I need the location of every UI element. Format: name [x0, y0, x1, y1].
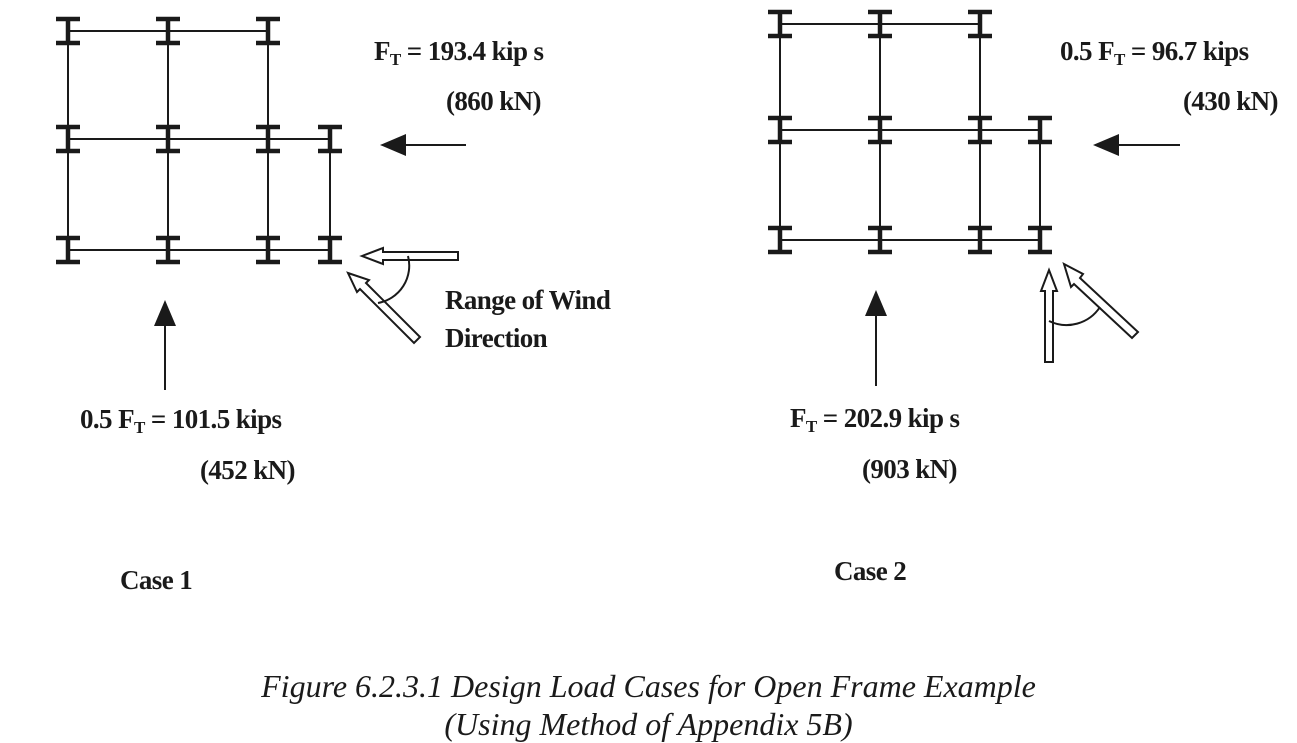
- case2-title: Case 2: [834, 556, 907, 586]
- case1-wind-range: [346, 246, 459, 345]
- case1-primary-force-metric: (860 kN): [446, 86, 542, 116]
- case1-title: Case 1: [120, 565, 193, 595]
- wind-arrow-horizontal-icon: [359, 246, 459, 266]
- case1-secondary-force-metric: (452 kN): [200, 455, 296, 485]
- case1-secondary-force-arrow: [154, 300, 176, 390]
- case1-frame: [67, 30, 331, 251]
- case2-primary-force-label: FT = 202.9 kip s: [790, 403, 960, 436]
- case1-primary-force-arrow: [380, 134, 466, 156]
- wind-arrow-diagonal-icon: [1062, 261, 1140, 340]
- case2-ibeams: [768, 12, 1052, 252]
- case2-primary-force-arrow: [865, 290, 887, 386]
- figure-caption-line1: Figure 6.2.3.1 Design Load Cases for Ope…: [261, 668, 1036, 704]
- case2-frame: [779, 23, 1041, 241]
- case2-secondary-force-metric: (430 kN): [1183, 86, 1279, 116]
- wind-range-arc: [377, 255, 411, 304]
- wind-range-line1: Range of Wind: [445, 285, 611, 315]
- wind-arrow-vertical-icon: [1039, 267, 1059, 363]
- case1-wind-range-label: Range of Wind Direction: [445, 281, 611, 357]
- case1-secondary-force-label: 0.5 FT = 101.5 kips: [80, 404, 282, 437]
- case2-wind-range: [1039, 261, 1140, 363]
- figure-caption-line2: (Using Method of Appendix 5B): [444, 706, 853, 742]
- case1-ibeams: [56, 19, 342, 262]
- wind-arrow-diagonal-icon: [346, 271, 422, 345]
- case2-secondary-force-arrow: [1093, 134, 1180, 156]
- wind-range-line2: Direction: [445, 323, 548, 353]
- wind-range-arc: [1048, 306, 1101, 326]
- case1-primary-force-label: FT = 193.4 kip s: [374, 36, 544, 69]
- case2-secondary-force-label: 0.5 FT = 96.7 kips: [1060, 36, 1249, 69]
- case2-primary-force-metric: (903 kN): [862, 454, 958, 484]
